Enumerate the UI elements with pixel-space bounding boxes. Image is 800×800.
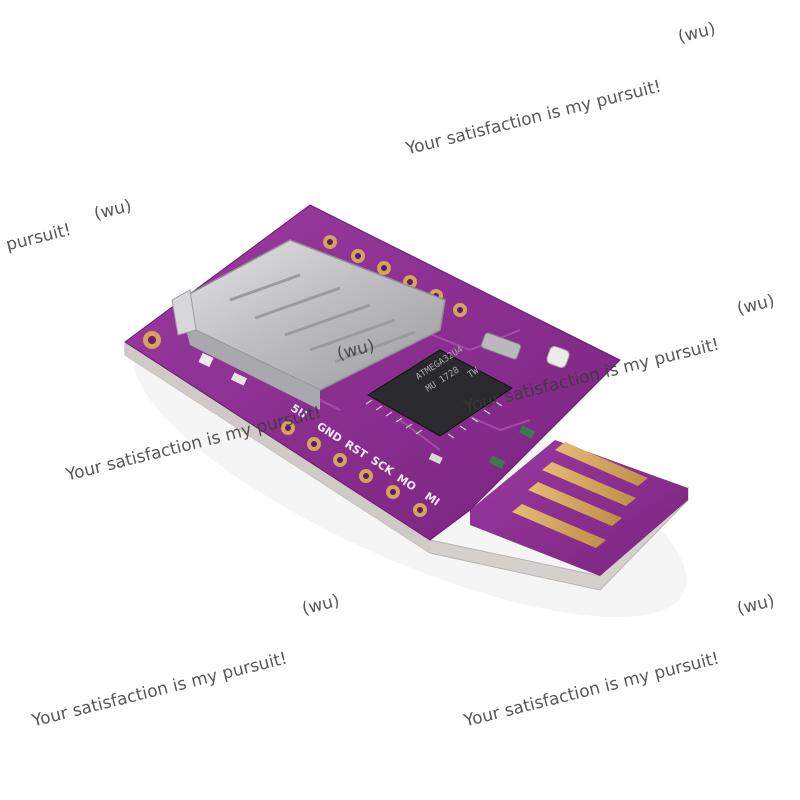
smd-led	[198, 352, 214, 368]
top-header-pads	[323, 235, 467, 317]
smd-component-1	[518, 425, 536, 439]
smd-component-3	[428, 452, 443, 465]
usb-contact-2	[542, 462, 636, 506]
smd-component-4	[230, 372, 248, 386]
atmega-chip	[367, 349, 513, 437]
usb-contact-1	[555, 442, 648, 486]
usb-contact-4	[512, 504, 606, 548]
sd-slot-side	[171, 289, 197, 336]
bottom-header-pads	[281, 421, 427, 517]
sd-slot-front	[185, 325, 320, 410]
pcb-edge-front	[125, 342, 430, 553]
usb-contact-3	[528, 482, 622, 526]
sd-slot-ridges	[229, 273, 416, 364]
reset-button	[546, 346, 570, 368]
smd-component-2	[488, 455, 506, 469]
crystal-oscillator	[480, 332, 522, 360]
chip-pins	[365, 399, 503, 439]
